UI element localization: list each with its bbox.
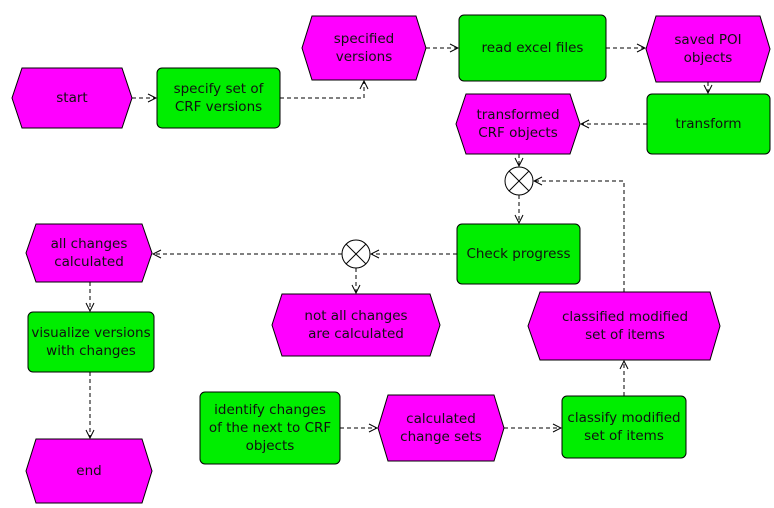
label-classify-modified: classify modified set of items xyxy=(567,410,681,444)
event-specified-versions xyxy=(301,15,427,81)
event-transformed-crf-objects xyxy=(455,93,581,155)
event-calculated-change-sets xyxy=(377,394,505,462)
label-saved-poi-objects: saved POI objects xyxy=(674,32,742,66)
label-transformed-crf-objects: transformed CRF objects xyxy=(476,107,560,141)
label-specify-crf-versions: specify set of CRF versions xyxy=(173,81,264,115)
label-visualize-versions: visualize versions with changes xyxy=(31,325,151,359)
label-calculated-change-sets: calculated change sets xyxy=(400,411,482,445)
label-read-excel-files: read excel files xyxy=(481,40,584,56)
label-end: end xyxy=(76,463,102,479)
event-not-all-changes xyxy=(271,293,441,357)
label-all-changes-calculated: all changes calculated xyxy=(50,236,128,270)
label-transform: transform xyxy=(675,116,742,132)
event-saved-poi-objects xyxy=(645,15,771,83)
event-start xyxy=(11,67,133,129)
event-end xyxy=(25,438,153,504)
label-check-progress: Check progress xyxy=(466,246,571,262)
label-identify-changes: identify changes of the next to CRF obje… xyxy=(208,402,332,454)
event-classified-modified xyxy=(527,291,721,361)
label-start: start xyxy=(56,90,88,106)
event-all-changes-calculated xyxy=(25,223,153,283)
label-classified-modified: classified modified set of items xyxy=(561,309,689,343)
xor-connector-top xyxy=(504,166,534,196)
xor-connector-middle xyxy=(341,239,371,269)
label-not-all-changes: not all changes are calculated xyxy=(304,308,408,342)
arrow-classified-to-xor xyxy=(534,181,625,292)
arrow-specify-to-specified xyxy=(280,81,364,99)
function-visualize-versions xyxy=(27,311,155,373)
label-specified-versions: specified versions xyxy=(333,31,395,65)
